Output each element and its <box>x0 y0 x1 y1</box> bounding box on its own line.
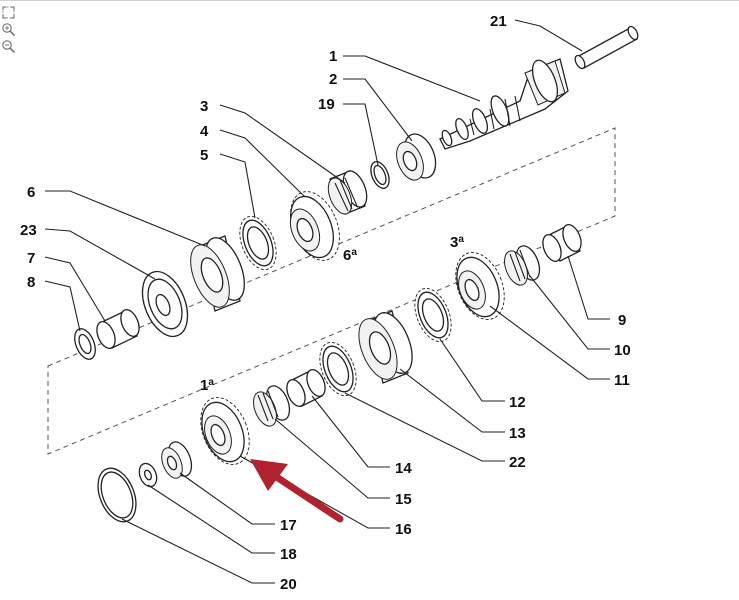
callout-9: 9 <box>618 312 626 329</box>
callout-12: 12 <box>509 394 526 411</box>
part-20-ring[interactable] <box>91 463 144 528</box>
callout-1: 1 <box>329 48 337 65</box>
callout-5: 5 <box>200 147 208 164</box>
part-1-main-shaft[interactable] <box>439 57 569 150</box>
callout-13: 13 <box>509 425 526 442</box>
part-3-needle-bearing[interactable] <box>324 168 372 218</box>
callout-labels: 1 1a 2 3 3a 4 5 6 6a 7 8 9 10 11 12 13 1… <box>20 13 631 593</box>
part-21-pin[interactable] <box>573 25 640 70</box>
part-19-snap-ring[interactable] <box>367 159 392 191</box>
callout-15: 15 <box>395 491 412 508</box>
part-6-synchro-hub[interactable] <box>183 232 252 312</box>
callout-6a: 6a <box>343 247 357 264</box>
part-9-sleeve[interactable] <box>539 222 584 264</box>
part-4-gear[interactable] <box>281 184 349 267</box>
part-8-washer[interactable] <box>71 326 100 362</box>
callout-20: 20 <box>280 576 297 593</box>
zoom-out-icon[interactable] <box>1 39 16 54</box>
zoom-in-icon[interactable] <box>1 22 16 37</box>
viewer-toolbar <box>1 5 17 54</box>
callout-4: 4 <box>200 123 209 140</box>
part-18-nut[interactable] <box>136 461 160 489</box>
callout-18: 18 <box>280 546 297 563</box>
part-15-needle-bearing[interactable] <box>249 383 294 430</box>
part-16-gear[interactable] <box>191 390 258 471</box>
part-13-synchro-hub[interactable] <box>351 307 420 384</box>
part-23-ring-plate[interactable] <box>134 265 197 343</box>
callout-17: 17 <box>280 517 297 534</box>
callout-22: 22 <box>509 454 526 471</box>
part-17-bearing[interactable] <box>158 439 196 482</box>
callout-19: 19 <box>318 96 335 113</box>
part-12-synchro-ring[interactable] <box>408 283 459 347</box>
highlight-arrow <box>250 459 344 523</box>
assembly-frame <box>47 127 616 455</box>
part-7-sleeve[interactable] <box>93 307 142 351</box>
fit-icon[interactable] <box>1 5 16 20</box>
callout-11: 11 <box>614 372 630 389</box>
callout-2: 2 <box>329 71 337 88</box>
callout-1a: 1a <box>200 377 214 394</box>
part-5-synchro-ring[interactable] <box>233 211 284 275</box>
callout-23: 23 <box>20 222 37 239</box>
callout-3a: 3a <box>450 234 464 251</box>
callout-10: 10 <box>614 342 631 359</box>
callout-7: 7 <box>27 250 35 267</box>
callout-6: 6 <box>27 184 35 201</box>
part-10-needle-bearing[interactable] <box>500 243 544 289</box>
callout-16: 16 <box>395 521 412 538</box>
callout-3: 3 <box>200 98 208 115</box>
part-14-sleeve[interactable] <box>283 367 328 409</box>
callout-8: 8 <box>27 274 35 291</box>
leader-lines <box>44 19 610 584</box>
part-2-bearing[interactable] <box>391 129 441 184</box>
part-11-gear[interactable] <box>446 245 513 326</box>
callout-21: 21 <box>490 13 507 30</box>
callout-14: 14 <box>395 460 412 477</box>
